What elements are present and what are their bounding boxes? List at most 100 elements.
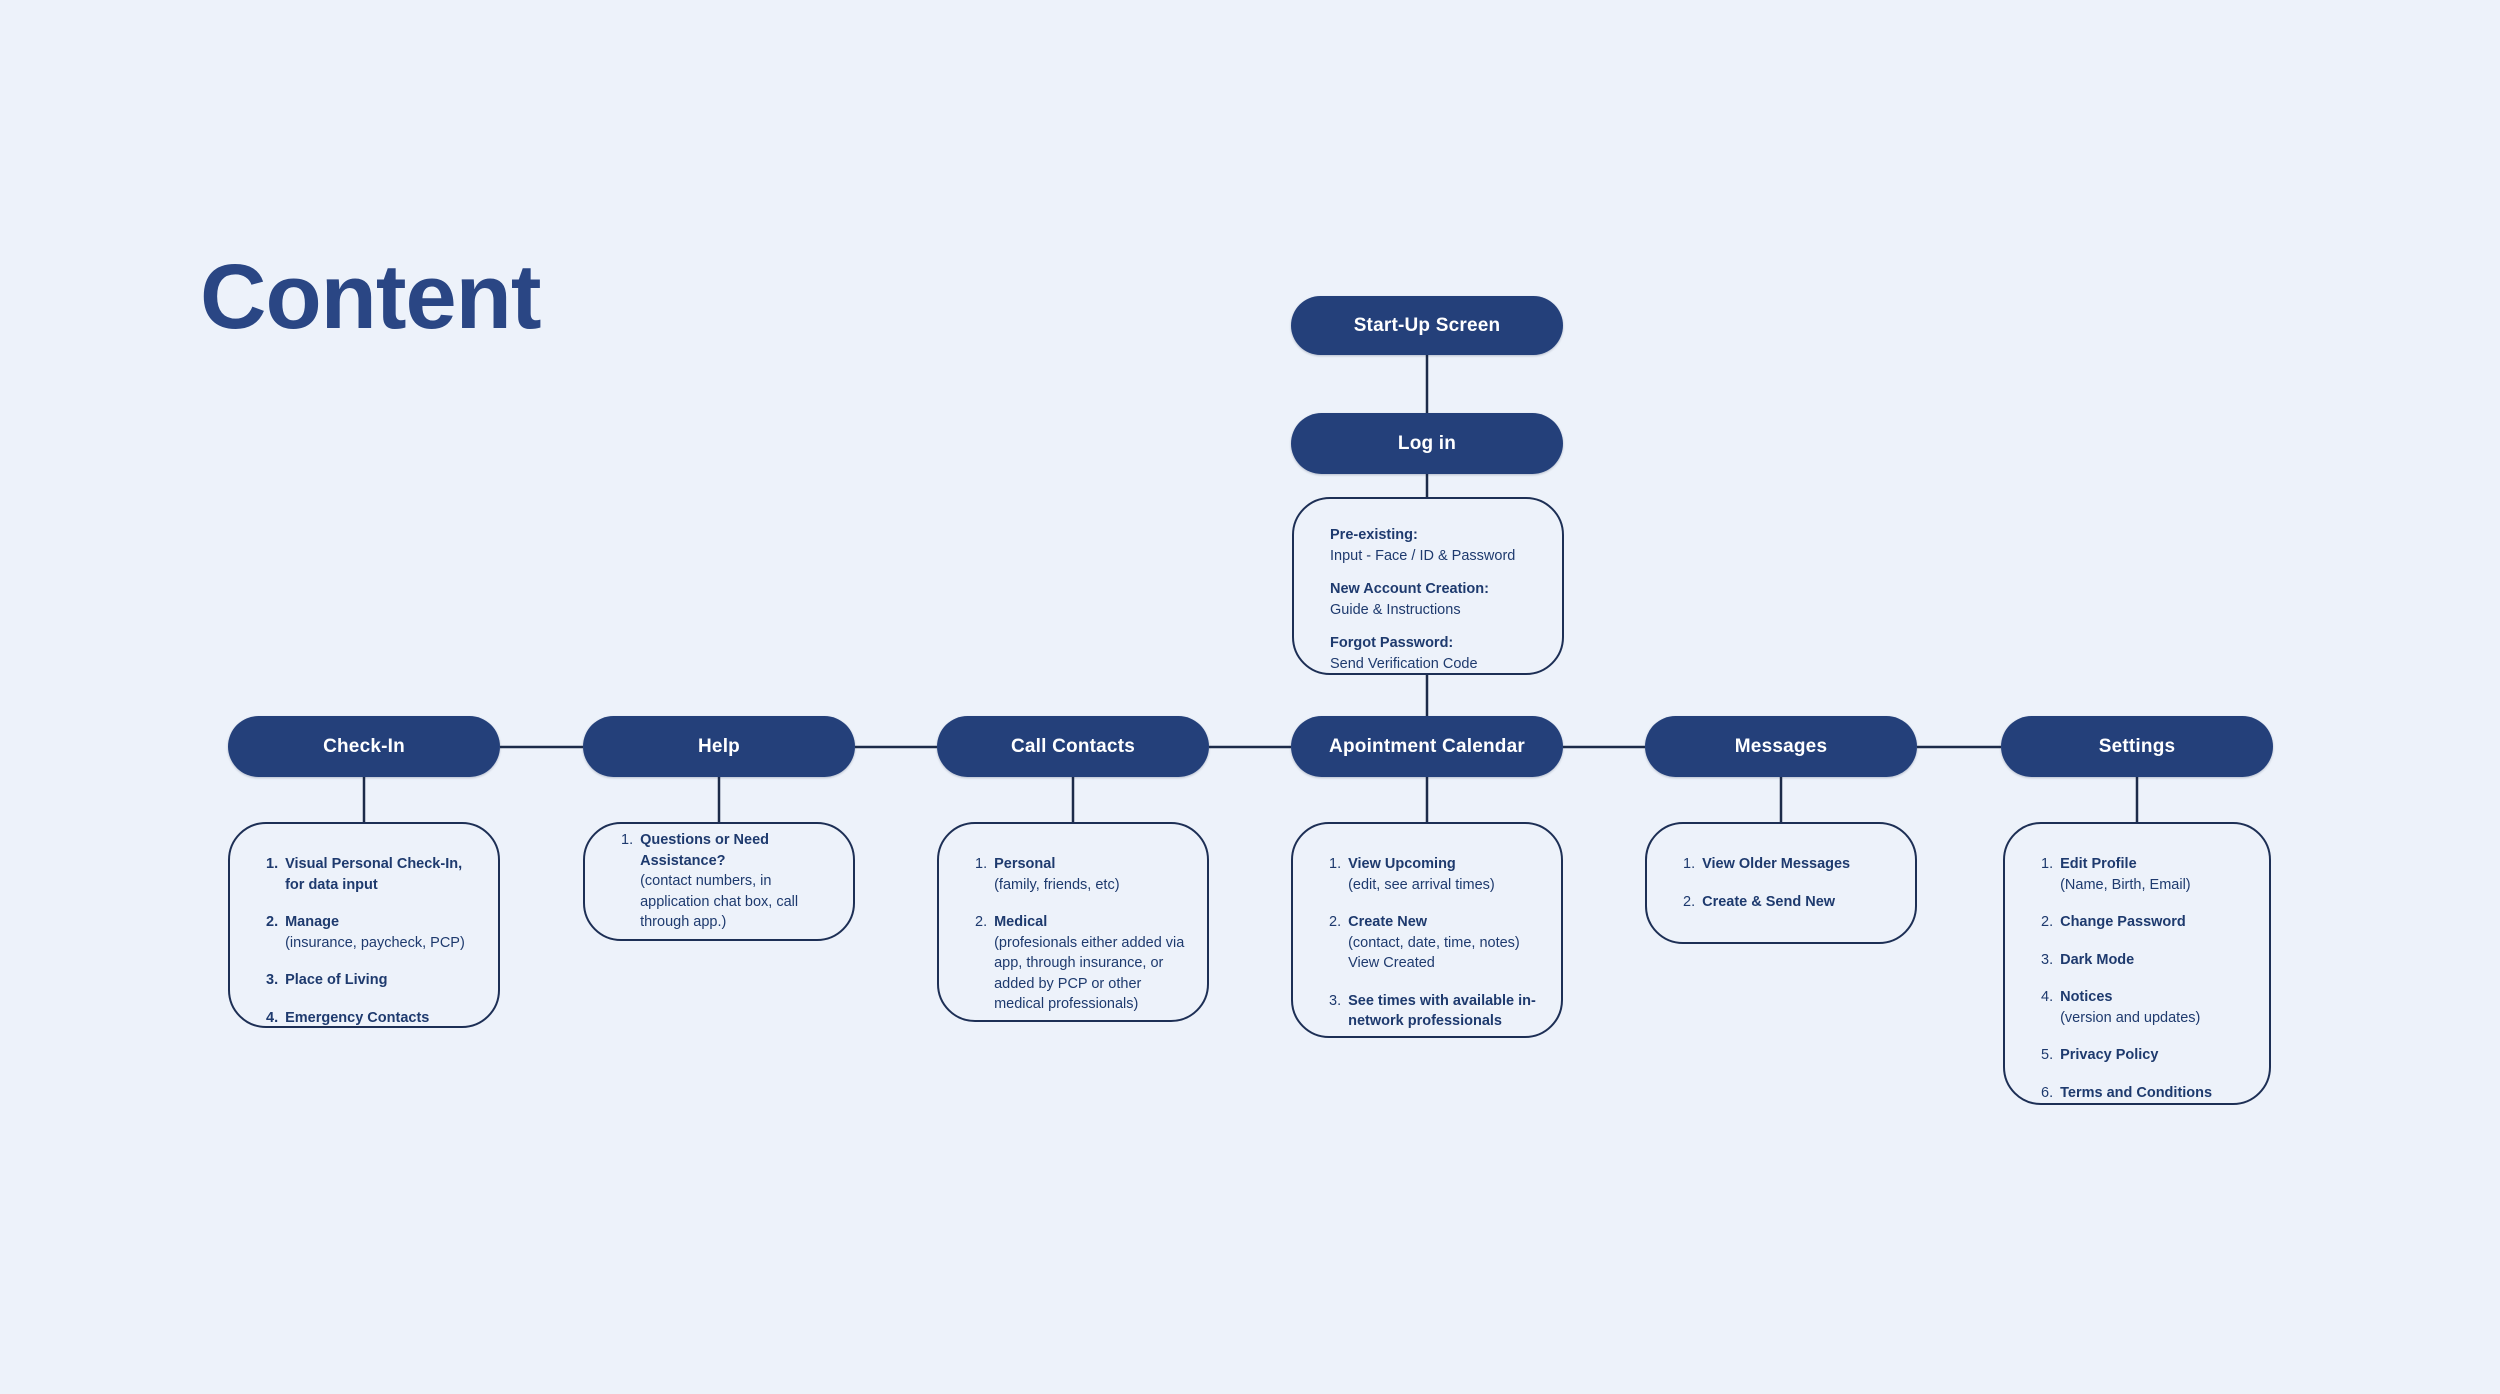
list-item-title: Personal [994, 856, 1056, 872]
list-item-subtext: (contact, date, time, notes) [1348, 934, 1520, 951]
node-call-contacts[interactable]: Call Contacts [937, 716, 1209, 777]
list-item-number: 1. [1683, 855, 1696, 872]
list-item: 1. Questions or Need Assistance? (contact … [621, 830, 831, 933]
node-check-in[interactable]: Check-In [228, 716, 500, 777]
list-item-title: Change Password [2060, 914, 2186, 931]
help-detail-box: 1. Questions or Need Assistance? (contact … [583, 822, 855, 941]
list-item-title: Edit Profile [2060, 856, 2137, 872]
list-item-subtext: (insurance, paycheck, PCP) [285, 934, 465, 951]
node-label: Check-In [323, 735, 405, 757]
list-item-body: Dark Mode [2060, 950, 2134, 971]
login-section-heading: Pre-existing: [1330, 527, 1418, 543]
list-item-number: 5. [2041, 1047, 2054, 1064]
list-item-number: 2. [266, 914, 279, 931]
apointment-calendar-detail-box: 1.View Upcoming(edit, see arrival times)… [1291, 822, 1563, 1038]
login-section-body: Send Verification Code [1330, 655, 1478, 672]
list-item-body: Place of Living [285, 970, 387, 991]
list-item-number: 1. [975, 856, 988, 872]
list-item-title: Emergency Contacts [285, 1009, 430, 1026]
login-section-body: Input - Face / ID & Password [1330, 547, 1516, 564]
login-box-section: New Account Creation: Guide & Instruction… [1330, 579, 1540, 620]
node-messages[interactable]: Messages [1645, 716, 1917, 777]
list-item: 1. View Older Messages [1683, 854, 1893, 875]
list-item-body: Terms and Conditions [2060, 1083, 2212, 1104]
node-label: Messages [1734, 735, 1828, 757]
list-item-subtext: (Name, Birth, Email) [2060, 876, 2191, 893]
list-item-title: Dark Mode [2060, 951, 2135, 968]
list-item: 2. Change Password [2041, 912, 2247, 933]
list-item-title: See times with available in-network prof… [1348, 992, 1536, 1030]
list-item-body: Privacy Policy [2060, 1045, 2158, 1066]
list-item-number: 1. [621, 832, 634, 849]
list-item: 2.Medical(profesionals either added via … [975, 912, 1185, 1015]
list-item-subtext: (profesionals either added via app, thro… [994, 934, 1185, 1013]
login-box-section: Forgot Password: Send Verification Code [1330, 633, 1540, 674]
list-item: 3. Dark Mode [2041, 950, 2247, 971]
list-item-number: 4. [266, 1009, 279, 1026]
list-item-number: 2. [1683, 893, 1696, 910]
node-start-up-screen[interactable]: Start-Up Screen [1291, 296, 1563, 355]
node-help[interactable]: Help [583, 716, 855, 777]
list-item-title: Place of Living [285, 972, 388, 989]
list-item-number: 1. [266, 856, 279, 872]
list-item-number: 3. [2041, 951, 2054, 968]
node-label: Call Contacts [1010, 735, 1135, 757]
list-item-body: Edit Profile (Name, Birth, Email) [2060, 854, 2191, 895]
list-item-subtext: (family, friends, etc) [994, 876, 1120, 893]
list-item: 5. Privacy Policy [2041, 1045, 2247, 1066]
list-item-title: Create & Send New [1702, 893, 1836, 910]
node-label: Apointment Calendar [1329, 735, 1525, 757]
list-item-number: 1. [2041, 856, 2054, 872]
list-item: 4. Emergency Contacts [266, 1008, 476, 1029]
list-item-body: View Upcoming (edit, see arrival times) [1348, 854, 1495, 895]
list-item: 1.View Upcoming(edit, see arrival times) [1329, 854, 1539, 895]
list-item: 1. Edit Profile (Name, Birth, Email) [2041, 854, 2247, 895]
login-section-heading: Forgot Password: [1330, 635, 1454, 652]
list-item-number: 3. [1329, 992, 1342, 1009]
node-log-in[interactable]: Log in [1291, 413, 1563, 474]
list-item-title: Medical [994, 914, 1048, 931]
list-item-body: Notices(version and updates) [2060, 987, 2200, 1028]
list-item-title: View Older Messages [1702, 855, 1851, 872]
list-item-subtext: (contact numbers, in application chat bo… [640, 873, 799, 931]
list-item-body: Medical (profesionals either added via ap… [994, 912, 1185, 1015]
list-item: 2. Create New (contact, date, time, notes)… [1329, 912, 1539, 974]
page-title: Content [200, 246, 541, 348]
login-box-section: Pre-existing: Input - Face / ID & Passwor… [1330, 525, 1540, 566]
node-apointment-calendar[interactable]: Apointment Calendar [1291, 716, 1563, 777]
list-item-number: 2. [2041, 914, 2054, 931]
login-section-body: Guide & Instructions [1330, 601, 1461, 618]
call-contacts-detail-box: 1. Personal (family, friends, etc) 2.Medica… [937, 822, 1209, 1022]
list-item-title: Terms and Conditions [2060, 1085, 2213, 1102]
node-settings[interactable]: Settings [2001, 716, 2273, 777]
node-label: Start-Up Screen [1353, 314, 1501, 336]
list-item-number: 6. [2041, 1085, 2054, 1102]
list-item-title: View Upcoming [1348, 856, 1456, 872]
settings-detail-box: 1. Edit Profile (Name, Birth, Email) 2. Chan… [2003, 822, 2271, 1105]
list-item-body: Personal (family, friends, etc) [994, 854, 1119, 895]
list-item-subtext: View Created [1348, 955, 1435, 972]
list-item-number: 4. [2041, 989, 2054, 1006]
node-label: Settings [2098, 735, 2176, 757]
list-item-body: Create & Send New [1702, 892, 1835, 913]
list-item: 3. See times with available in-network pr… [1329, 991, 1539, 1032]
node-label: Help [698, 735, 740, 757]
list-item-title: Create New [1348, 914, 1428, 931]
list-item-title: Manage [285, 914, 340, 931]
list-item: 2. Create & Send New [1683, 892, 1893, 913]
list-item: 1. Visual Personal Check-In, for data inp… [266, 854, 476, 895]
list-item: 2. Manage (insurance, paycheck, PCP) [266, 912, 476, 953]
login-section-heading: New Account Creation: [1330, 581, 1489, 598]
list-item-number: 3. [266, 972, 279, 989]
log-in-detail-box: Pre-existing: Input - Face / ID & Passwor… [1292, 497, 1564, 675]
list-item-title: Questions or Need Assistance? [640, 832, 770, 869]
list-item-title: Visual Personal Check-In, for data input [285, 856, 463, 893]
list-item-body: Create New (contact, date, time, notes) Vi… [1348, 912, 1520, 974]
list-item: 3. Place of Living [266, 970, 476, 991]
list-item-number: 2. [1329, 914, 1342, 931]
list-item-subtext: (edit, see arrival times) [1348, 876, 1495, 893]
list-item-body: Manage (insurance, paycheck, PCP) [285, 912, 465, 953]
messages-detail-box: 1. View Older Messages 2. Create & Send New [1645, 822, 1917, 944]
